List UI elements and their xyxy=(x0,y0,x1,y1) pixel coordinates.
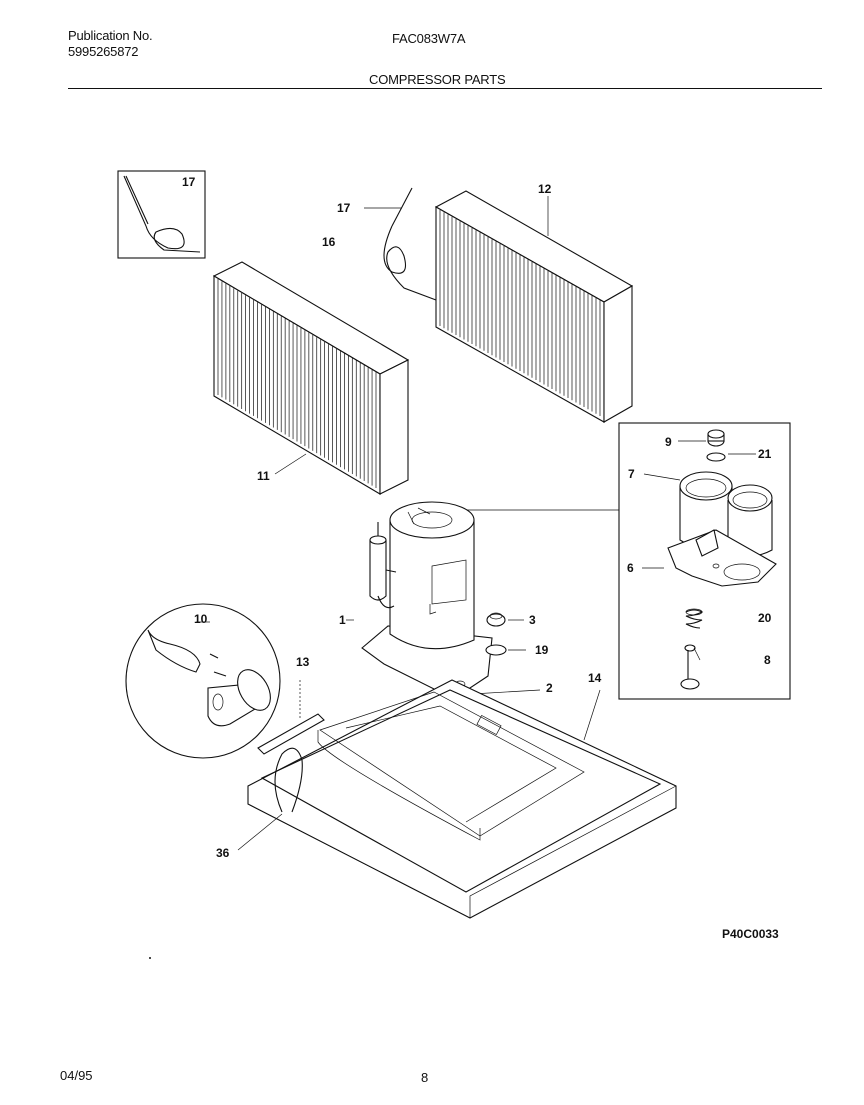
callout-17-inset: 17 xyxy=(182,175,196,189)
callout-8: 8 xyxy=(764,653,771,667)
callout-14: 14 xyxy=(588,671,602,685)
callout-11: 11 xyxy=(257,469,270,483)
callout-10: 10 xyxy=(194,612,208,626)
model-number: FAC083W7A xyxy=(392,31,466,46)
callout-36: 36 xyxy=(216,846,230,860)
callout-9: 9 xyxy=(665,435,672,449)
stray-dot xyxy=(149,957,151,959)
inset-sensor-box xyxy=(117,170,206,259)
grommet-and-washer xyxy=(485,612,526,656)
hold-down-strap xyxy=(237,747,303,851)
callout-1: 1 xyxy=(339,613,346,627)
callout-20: 20 xyxy=(758,611,772,625)
callout-2: 2 xyxy=(546,681,553,695)
callout-12: 12 xyxy=(538,182,552,196)
drawing-code: P40C0033 xyxy=(722,927,779,941)
overload-inset-circle xyxy=(125,603,281,759)
section-title: COMPRESSOR PARTS xyxy=(369,72,506,87)
callout-17: 17 xyxy=(337,201,351,215)
callout-19: 19 xyxy=(535,643,549,657)
publication-label: Publication No. xyxy=(68,28,153,43)
compressor-detail-box xyxy=(618,422,791,700)
footer-date: 04/95 xyxy=(60,1068,93,1083)
thermostat-sensor-bulb xyxy=(364,187,437,301)
header-rule xyxy=(68,88,822,89)
publication-number: 5995265872 xyxy=(68,44,139,59)
callout-16: 16 xyxy=(322,235,336,249)
callout-21: 21 xyxy=(758,447,772,461)
base-pan xyxy=(247,679,677,919)
footer-page-number: 8 xyxy=(421,1070,429,1085)
callout-7: 7 xyxy=(628,467,635,481)
evaporator-coil xyxy=(434,190,634,423)
callout-13: 13 xyxy=(296,655,310,669)
compressor xyxy=(346,501,493,693)
callout-3: 3 xyxy=(529,613,536,627)
condenser-coil xyxy=(212,261,410,495)
drain-channel xyxy=(257,680,325,755)
callout-6: 6 xyxy=(627,561,634,575)
